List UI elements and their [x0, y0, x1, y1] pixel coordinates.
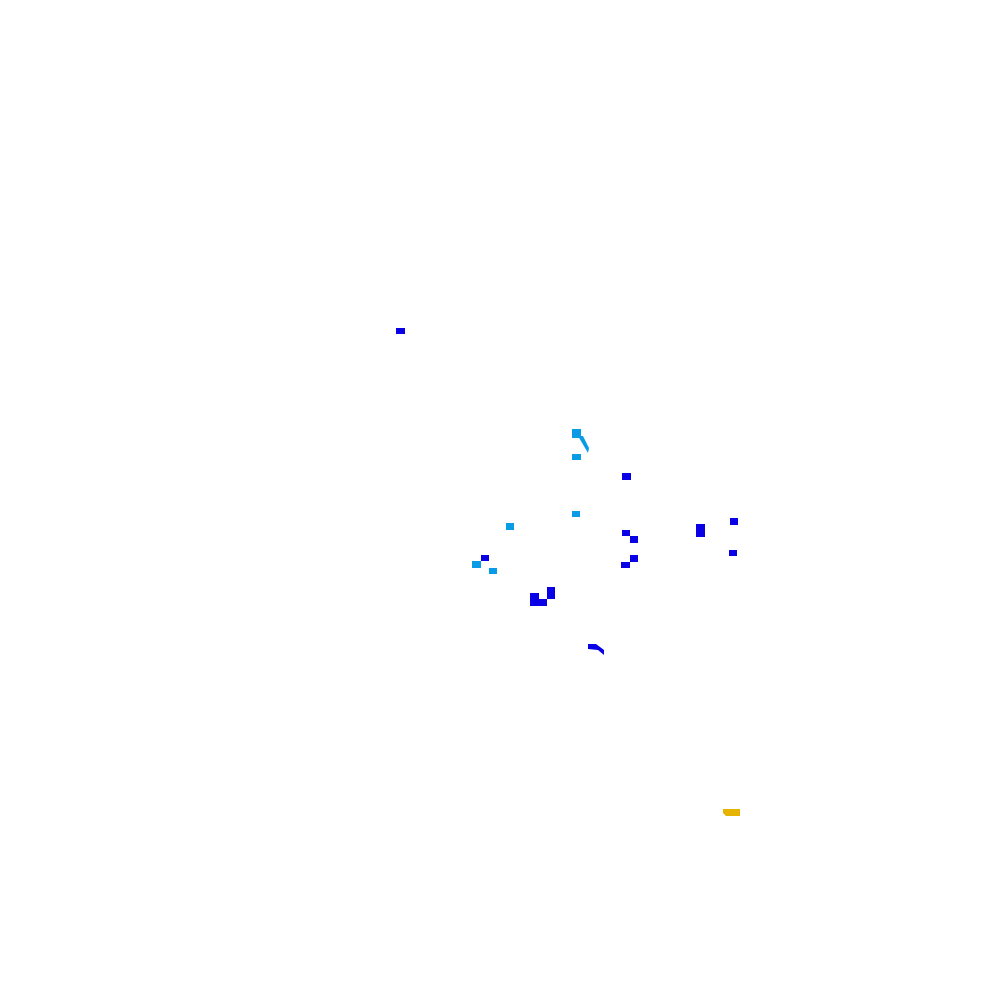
map-feature-dark-blue — [396, 328, 405, 334]
map-feature-dark-blue — [622, 473, 631, 480]
map-feature-dark-blue-curve — [588, 644, 604, 655]
map-feature-dark-blue — [547, 587, 555, 599]
map-feature-light-blue — [572, 511, 580, 517]
map-feature-light-blue — [572, 429, 581, 438]
map-feature-dark-blue — [696, 524, 705, 537]
map-feature-light-blue — [489, 568, 497, 574]
map-feature-dark-blue — [621, 562, 630, 568]
map-feature-dark-blue — [539, 599, 547, 606]
map-feature-dark-blue — [730, 518, 738, 525]
map-feature-light-blue-stroke — [578, 436, 589, 453]
map-feature-dark-blue — [622, 530, 630, 536]
map-feature-light-blue — [472, 561, 481, 568]
map-feature-dark-blue — [481, 555, 489, 561]
map-feature-dark-blue — [630, 555, 638, 562]
map-feature-yellow — [723, 809, 740, 816]
map-feature-dark-blue — [630, 536, 638, 543]
map-feature-dark-blue — [729, 550, 737, 556]
map-feature-light-blue — [506, 523, 514, 530]
map-feature-dark-blue — [530, 593, 539, 606]
map-feature-light-blue — [572, 454, 581, 460]
